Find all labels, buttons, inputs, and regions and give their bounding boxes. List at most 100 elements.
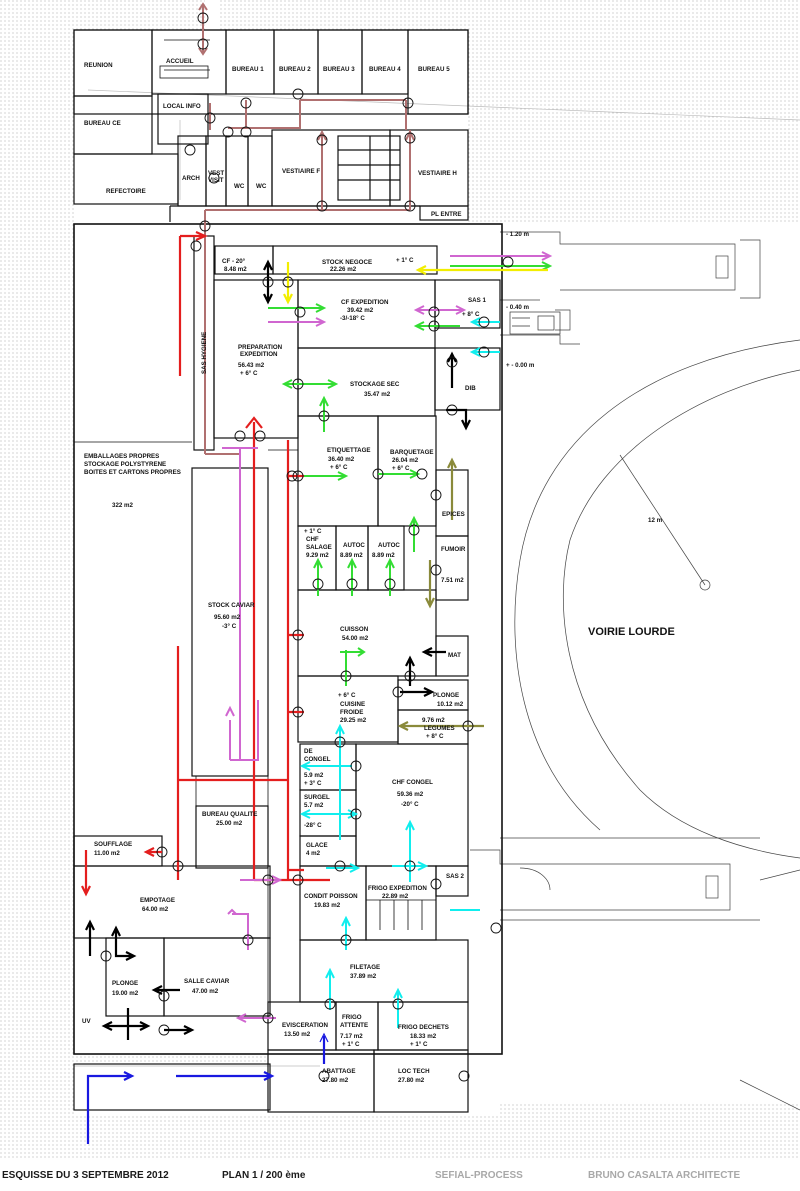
- label-epices: EPICES: [442, 511, 465, 518]
- site-labels: - 1.20 m - 0.40 m + - 0.00 m 12 m VOIRIE…: [506, 231, 675, 638]
- label-decongel-2: CONGEL: [304, 756, 331, 763]
- label-wc-1: WC: [234, 183, 245, 190]
- label-legumes: LEGUMES: [424, 725, 455, 732]
- label-bureau-1: BUREAU 1: [232, 66, 264, 73]
- label-glace: GLACE: [306, 842, 328, 849]
- voirie-lourde-label: VOIRIE LOURDE: [588, 626, 675, 638]
- label-vest-2: VISIT: [208, 177, 224, 184]
- label-stock-negoce: STOCK NEGOCE: [322, 259, 372, 266]
- label-wc-2: WC: [256, 183, 267, 190]
- label-vestiaire-h: VESTIAIRE H: [418, 170, 457, 177]
- label-plonge-1: PLONGE: [433, 692, 459, 699]
- label-frigo-dechets: FRIGO DECHETS: [398, 1024, 449, 1031]
- label-stock-caviar-temp: -3° C: [222, 623, 237, 630]
- door-circles: [100, 12, 514, 1082]
- corridors: [74, 89, 800, 1067]
- label-barquetage: BARQUETAGE: [390, 449, 434, 456]
- label-loc-tech: LOC TECH: [398, 1068, 430, 1075]
- label-chf-congel-temp: -20° C: [401, 801, 419, 808]
- label-pl-entree: PL ENTRE: [431, 211, 461, 218]
- label-bureau-2: BUREAU 2: [279, 66, 311, 73]
- label-preparation-area: 56.43 m2: [238, 362, 265, 369]
- label-arch: ARCH: [182, 175, 200, 182]
- label-plonge-2-area: 19.00 m2: [112, 990, 139, 997]
- label-stock-negoce-area: 22.26 m2: [330, 266, 357, 273]
- label-cf-expedition-area: 39.42 m2: [347, 307, 374, 314]
- label-frigo-attente-2: ATTENTE: [340, 1022, 368, 1029]
- label-fumoir-area: 7.51 m2: [441, 577, 464, 584]
- walls: [73, 29, 503, 1113]
- label-legumes-area: 9.76 m2: [422, 717, 445, 724]
- label-evisceration: EVISCERATION: [282, 1022, 328, 1029]
- label-condit-poisson-area: 19.83 m2: [314, 902, 341, 909]
- label-chf: CHF: [306, 536, 319, 543]
- label-etiquettage-temp: + 6° C: [330, 464, 348, 471]
- label-salage: SALAGE: [306, 544, 332, 551]
- label-cuisson: CUISSON: [340, 626, 369, 633]
- room-labels: REUNION ACCUEIL LOCAL INFO BUREAU CE BUR…: [82, 58, 486, 1084]
- label-decongel-1: DE: [304, 748, 313, 755]
- label-fumoir: FUMOIR: [441, 546, 466, 553]
- label-emballages: EMBALLAGES PROPRES: [84, 453, 159, 460]
- label-autoc-1: AUTOC: [343, 542, 365, 549]
- label-bureau-ce: BUREAU CE: [84, 120, 121, 127]
- label-evisceration-area: 13.50 m2: [284, 1031, 311, 1038]
- label-preparation-temp: + 6° C: [240, 370, 258, 377]
- label-bureau-qualite: BUREAU QUALITE: [202, 811, 257, 818]
- label-expedition: EXPEDITION: [240, 351, 278, 358]
- label-chf-area: 9.29 m2: [306, 552, 329, 559]
- label-froide: FROIDE: [340, 709, 363, 716]
- label-cf-expedition-temp: -3/-18° C: [340, 315, 365, 322]
- label-frigo-attente-1: FRIGO: [342, 1014, 362, 1021]
- label-bureau-4: BUREAU 4: [369, 66, 401, 73]
- label-etiquettage: ETIQUETTAGE: [327, 447, 371, 454]
- label-bureau-qualite-area: 25.00 m2: [216, 820, 243, 827]
- label-stockage-sec-area: 35.47 m2: [364, 391, 391, 398]
- label-stock-caviar: STOCK CAVIAR: [208, 602, 255, 609]
- label-sas2: SAS 2: [446, 873, 464, 880]
- label-frigo-dechets-area: 18.33 m2: [410, 1033, 437, 1040]
- partitions: [74, 39, 436, 1002]
- label-etiquettage-area: 36.40 m2: [328, 456, 355, 463]
- footer-esquisse: ESQUISSE DU 3 SEPTEMBRE 2012: [2, 1170, 169, 1181]
- label-abattage: ABATTAGE: [322, 1068, 355, 1075]
- label-sas1-temp: + 8° C: [462, 311, 480, 318]
- label-cuisson-area: 54.00 m2: [342, 635, 369, 642]
- label-cf-expedition: CF EXPEDITION: [341, 299, 389, 306]
- label-stock-caviar-area: 95.60 m2: [214, 614, 241, 621]
- label-reunion: REUNION: [84, 62, 113, 69]
- level-zero: + - 0.00 m: [506, 362, 535, 369]
- level-minus-040: - 0.40 m: [506, 304, 530, 311]
- label-accueil: ACCUEIL: [166, 58, 194, 65]
- label-preparation: PREPARATION: [238, 344, 283, 351]
- label-frigo-expedition-area: 22.89 m2: [382, 893, 409, 900]
- label-cuisine-temp: + 6° C: [338, 692, 356, 699]
- label-salle-caviar: SALLE CAVIAR: [184, 978, 230, 985]
- label-empotage-area: 64.00 m2: [142, 906, 169, 913]
- label-salle-caviar-area: 47.00 m2: [192, 988, 219, 995]
- label-refectoire: REFECTOIRE: [106, 188, 146, 195]
- label-cuisine-area: 29.25 m2: [340, 717, 367, 724]
- level-minus-120: - 1.20 m: [506, 231, 530, 238]
- label-stockage-sec: STOCKAGE SEC: [350, 381, 400, 388]
- label-frigo-attente-area: 7.17 m2: [340, 1033, 363, 1040]
- label-decongel-area: 5.9 m2: [304, 772, 324, 779]
- footer-plan-scale: PLAN 1 / 200 ème: [222, 1170, 306, 1181]
- label-decongel-temp: + 3° C: [304, 780, 322, 787]
- label-barquetage-temp: + 6° C: [392, 465, 410, 472]
- label-soufflage-area: 11.00 m2: [94, 850, 120, 857]
- label-cf20: CF - 20°: [222, 258, 246, 265]
- label-abattage-area: 27.80 m2: [322, 1077, 349, 1084]
- label-bureau-5: BUREAU 5: [418, 66, 450, 73]
- label-chf-temp: + 1° C: [304, 528, 322, 535]
- label-bureau-3: BUREAU 3: [323, 66, 355, 73]
- label-barquetage-area: 26.04 m2: [392, 457, 419, 464]
- label-autoc-2-area: 8.89 m2: [372, 552, 395, 559]
- label-glace-area: 4 m2: [306, 850, 321, 857]
- label-stock-negoce-temp: + 1° C: [396, 257, 414, 264]
- label-filetage-area: 37.89 m2: [350, 973, 377, 980]
- label-uv: UV: [82, 1018, 91, 1025]
- label-plonge-1-area: 10.12 m2: [437, 701, 464, 708]
- label-mat: MAT: [448, 652, 461, 659]
